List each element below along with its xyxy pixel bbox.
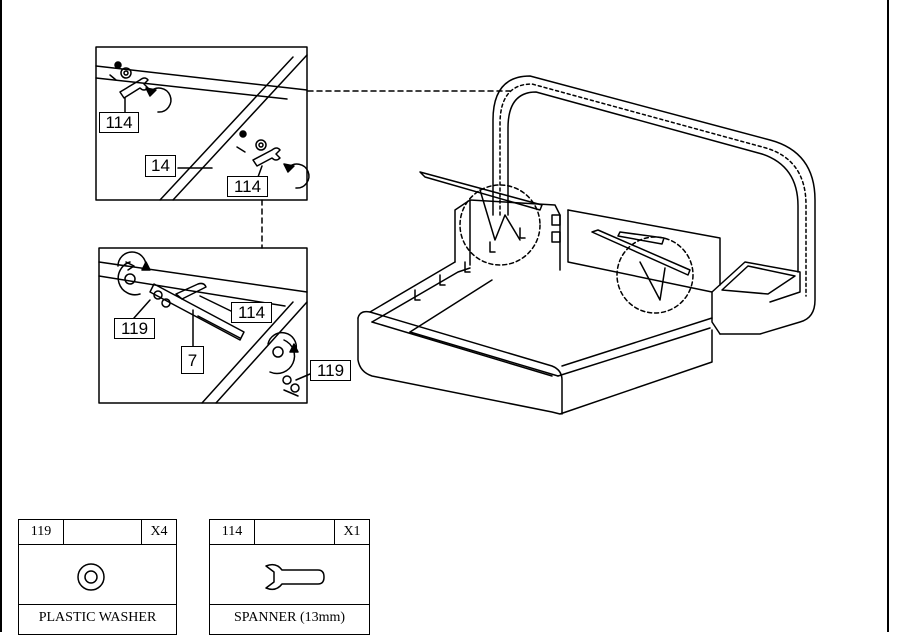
leader-lines bbox=[261, 90, 511, 249]
part-quantity: X4 bbox=[141, 520, 176, 544]
callout-114-bottom: 114 bbox=[231, 302, 272, 323]
detail-top bbox=[95, 46, 310, 201]
bed-frame-drawing bbox=[357, 75, 816, 415]
callout-114-top-left: 114 bbox=[99, 112, 139, 133]
callout-119-left: 119 bbox=[114, 318, 155, 339]
spanner-icon bbox=[210, 544, 369, 604]
part-card-header: 119 X4 bbox=[19, 520, 176, 545]
part-code: 114 bbox=[210, 520, 255, 544]
callout-7: 7 bbox=[181, 346, 204, 374]
callout-119-right: 119 bbox=[310, 360, 351, 381]
part-name: SPANNER (13mm) bbox=[210, 604, 369, 631]
part-code: 119 bbox=[19, 520, 64, 544]
callout-14: 14 bbox=[145, 155, 176, 177]
callout-114-top-right: 114 bbox=[227, 176, 268, 197]
part-name: PLASTIC WASHER bbox=[19, 604, 176, 631]
part-quantity: X1 bbox=[334, 520, 369, 544]
detail-bottom bbox=[98, 247, 311, 404]
page-border-left bbox=[0, 0, 2, 632]
part-card-header: 114 X1 bbox=[210, 520, 369, 545]
part-card-washer: 119 X4 PLASTIC WASHER bbox=[18, 519, 177, 635]
part-card-spanner: 114 X1 SPANNER (13mm) bbox=[209, 519, 370, 635]
page-border-right bbox=[887, 0, 889, 632]
washer-icon bbox=[19, 544, 176, 604]
